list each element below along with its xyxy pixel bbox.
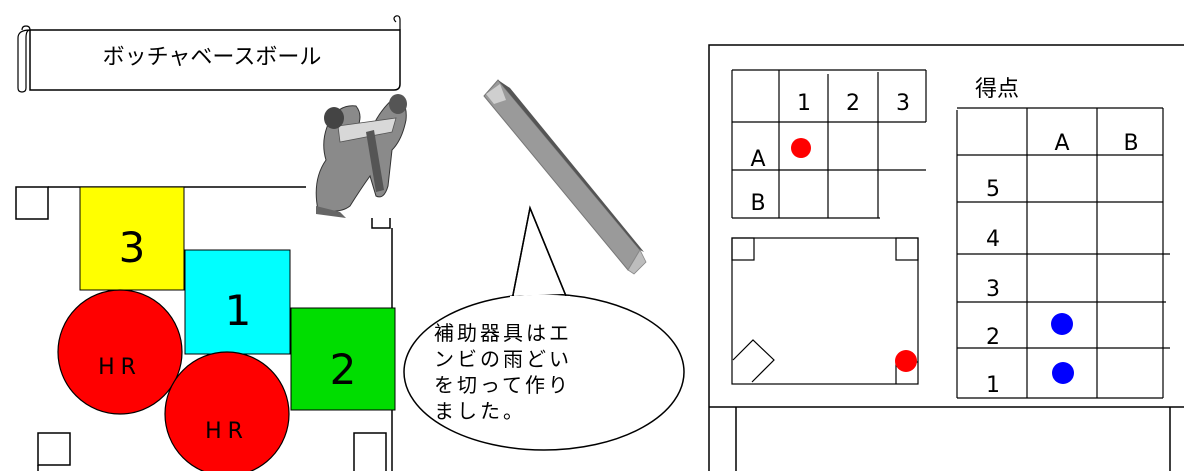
score-row-3: 3 xyxy=(986,277,1000,302)
scoring-zones: 3 1 2 HR HR xyxy=(57,186,396,471)
score-col-a: A xyxy=(1054,131,1069,156)
banner-title: ボッチャベースボール xyxy=(103,45,322,70)
score-table xyxy=(956,107,1170,399)
score-marker xyxy=(1052,362,1074,384)
inning-col-2: 2 xyxy=(846,91,860,116)
homerun-label: HR xyxy=(98,355,142,380)
mini-field-ball xyxy=(895,350,917,372)
bubble-line-2: ンビの雨どい xyxy=(434,347,572,371)
bubble-line-4: ました。 xyxy=(434,399,526,423)
homerun-label: HR xyxy=(205,419,249,444)
score-title: 得点 xyxy=(975,77,1019,102)
inning-row-a: A xyxy=(750,147,765,172)
inning-table xyxy=(731,69,927,219)
bubble-line-3: を切って作り xyxy=(434,373,571,397)
inning-col-1: 1 xyxy=(797,91,811,116)
speech-bubble: 補助器具はエ ンビの雨どい を切って作り ました。 xyxy=(403,205,685,451)
homerun-circle xyxy=(164,351,290,471)
scoreboard-frame xyxy=(708,44,1184,471)
score-row-5: 5 xyxy=(986,177,1000,202)
score-col-b: B xyxy=(1123,131,1138,156)
zone-2-label: 2 xyxy=(330,345,357,394)
corner-base-top-left xyxy=(15,186,49,220)
zone-1 xyxy=(184,249,291,355)
gutter-device xyxy=(483,79,647,275)
score-row-2: 2 xyxy=(986,325,1000,350)
title-banner: ボッチャベースボール xyxy=(17,15,401,93)
corner-base-bottom-left xyxy=(37,432,71,466)
zone-3-label: 3 xyxy=(119,223,146,272)
corner-base-bottom-right xyxy=(353,432,387,471)
players-photo xyxy=(306,92,414,218)
score-row-4: 4 xyxy=(986,227,1000,252)
inning-row-b: B xyxy=(750,191,765,216)
inning-marker xyxy=(791,138,811,158)
mini-field xyxy=(731,237,919,385)
inning-col-3: 3 xyxy=(896,91,910,116)
homerun-circle xyxy=(57,289,183,415)
bubble-line-1: 補助器具はエ xyxy=(434,321,572,345)
zone-2 xyxy=(290,307,396,411)
score-row-1: 1 xyxy=(986,373,1000,398)
zone-1-label: 1 xyxy=(225,286,252,335)
score-marker xyxy=(1051,313,1073,335)
zone-3 xyxy=(79,186,185,291)
